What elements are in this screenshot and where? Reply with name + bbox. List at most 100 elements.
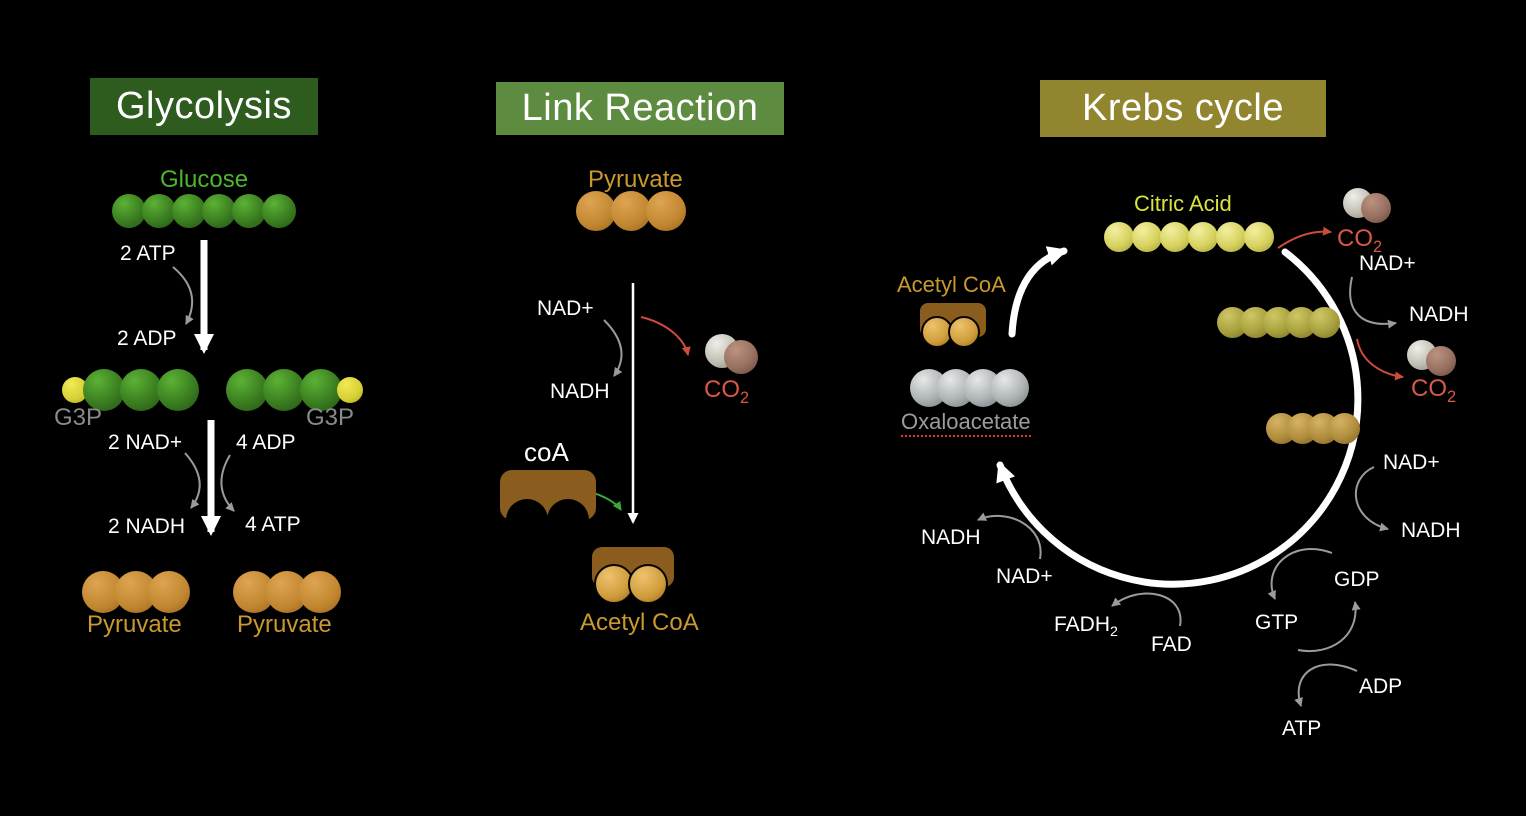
molecule-sphere bbox=[148, 571, 190, 613]
adp-to-atp-arrow-krebs bbox=[1294, 663, 1358, 707]
molecule-sphere bbox=[1160, 222, 1190, 252]
nad-krebs-right2-label: NAD+ bbox=[1383, 451, 1440, 474]
glycolysis-header: Glycolysis bbox=[90, 78, 318, 135]
fad-to-fadh2-arrow bbox=[1111, 592, 1182, 627]
adp-in-label: 4 ADP bbox=[236, 431, 296, 454]
fadh-subscript: 2 bbox=[1110, 624, 1118, 641]
oxaloacetate-to-citric-arrow bbox=[1008, 246, 1068, 338]
g3p-right-chain bbox=[226, 369, 363, 411]
gdp-label: GDP bbox=[1334, 568, 1380, 591]
pyruvate-left-label: Pyruvate bbox=[87, 611, 182, 638]
acetyl-coa-shape-krebs bbox=[920, 303, 986, 348]
nad-to-nadh-arrow-link bbox=[603, 319, 623, 377]
gdp-to-gtp-arrow bbox=[1267, 548, 1333, 600]
nad-to-nadh-arrow-krebs-right1 bbox=[1349, 276, 1397, 329]
nadh-krebs-right1-label: NADH bbox=[1409, 303, 1469, 326]
fadh2-label: FADH2 bbox=[1054, 613, 1118, 641]
molecule-sphere bbox=[1309, 307, 1340, 338]
molecule-sphere bbox=[1216, 222, 1246, 252]
glucose-label: Glucose bbox=[160, 166, 249, 193]
atp-in-label: 2 ATP bbox=[120, 242, 176, 265]
krebs-cycle-title: Krebs cycle bbox=[1082, 87, 1284, 129]
nad-krebs-right1-label: NAD+ bbox=[1359, 252, 1416, 275]
oxaloacetate-chain bbox=[910, 369, 1029, 407]
nad-link-label: NAD+ bbox=[537, 297, 594, 320]
co2-krebs-top-label: CO2 bbox=[1337, 225, 1382, 257]
molecule-sphere bbox=[120, 369, 162, 411]
molecule-sphere bbox=[646, 191, 686, 231]
pyruvate-right-label: Pyruvate bbox=[237, 611, 332, 638]
nadh-krebs-right2-label: NADH bbox=[1401, 519, 1461, 542]
g3p-left-label: G3P bbox=[54, 404, 103, 431]
co2-subscript: 2 bbox=[1447, 387, 1457, 406]
molecule-sphere bbox=[1329, 413, 1360, 444]
molecule-sphere bbox=[263, 369, 305, 411]
molecule-sphere bbox=[112, 194, 146, 228]
molecule-sphere bbox=[1188, 222, 1218, 252]
acetyl-carbon-sphere bbox=[948, 316, 980, 348]
g3p-right-label: G3P bbox=[306, 404, 355, 431]
coa-notch bbox=[506, 499, 548, 541]
coa-shape bbox=[500, 470, 596, 541]
adp-label: ADP bbox=[1359, 675, 1403, 698]
g3p-left-chain bbox=[62, 369, 199, 411]
gtp-label: GTP bbox=[1255, 611, 1299, 634]
molecule-sphere bbox=[1244, 222, 1274, 252]
molecule-sphere bbox=[262, 194, 296, 228]
molecule-sphere bbox=[226, 369, 268, 411]
molecule-sphere bbox=[1132, 222, 1162, 252]
link-reaction-title: Link Reaction bbox=[521, 87, 759, 129]
five-carbon-chain bbox=[1217, 307, 1340, 338]
acetyl-carbon-sphere bbox=[628, 564, 668, 604]
acetyl-coa-shape-link bbox=[592, 547, 674, 604]
molecule-sphere bbox=[1104, 222, 1134, 252]
citric-acid-label: Citric Acid bbox=[1134, 191, 1232, 216]
adp-out-label: 2 ADP bbox=[117, 327, 177, 350]
co2-text: CO bbox=[704, 376, 740, 403]
atom-sphere-brown bbox=[1426, 346, 1456, 376]
nad-to-nadh-arrow-krebs-right2 bbox=[1354, 466, 1389, 532]
nadh-out-label: 2 NADH bbox=[108, 515, 186, 538]
atom-sphere-brown bbox=[1361, 193, 1391, 223]
molecule-sphere bbox=[142, 194, 176, 228]
glycolysis-title: Glycolysis bbox=[115, 85, 293, 127]
pyruvate-left-chain bbox=[82, 571, 190, 613]
co2-text: CO bbox=[1411, 375, 1447, 402]
molecule-sphere bbox=[232, 194, 266, 228]
coa-label: coA bbox=[524, 437, 569, 467]
molecule-sphere bbox=[299, 571, 341, 613]
oxaloacetate-text: Oxaloacetate bbox=[901, 409, 1031, 437]
co2-release-arrow-krebs-top bbox=[1277, 226, 1332, 249]
atp-to-adp-arrow bbox=[172, 266, 194, 325]
molecule-sphere bbox=[337, 377, 363, 403]
citric-acid-chain bbox=[1104, 222, 1274, 252]
link-reaction-header: Link Reaction bbox=[496, 82, 784, 135]
molecule-sphere bbox=[202, 194, 236, 228]
molecule-sphere bbox=[172, 194, 206, 228]
co2-krebs-mid-label: CO2 bbox=[1411, 375, 1456, 407]
pyruvate-link-chain bbox=[576, 191, 686, 231]
co2-release-arrow-krebs-mid bbox=[1356, 338, 1404, 381]
nadh-krebs-bottom-label: NADH bbox=[921, 526, 981, 549]
nad-krebs-bottom-label: NAD+ bbox=[996, 565, 1053, 588]
pyruvate-right-chain bbox=[233, 571, 341, 613]
krebs-cycle-arc-arrow bbox=[996, 248, 1362, 588]
molecule-sphere bbox=[157, 369, 199, 411]
co2-link-label: CO2 bbox=[704, 376, 749, 408]
co2-release-arrow-link bbox=[640, 316, 691, 356]
nadh-link-label: NADH bbox=[550, 380, 610, 403]
acetyl-coa-krebs-label: Acetyl CoA bbox=[897, 272, 1006, 297]
glucose-chain bbox=[112, 194, 296, 228]
molecule-sphere bbox=[611, 191, 651, 231]
molecule-sphere bbox=[576, 191, 616, 231]
gtp-to-gdp-arrow bbox=[1297, 601, 1361, 653]
nad-to-nadh-arrow-glycolysis bbox=[184, 452, 201, 509]
atp-label: ATP bbox=[1282, 717, 1322, 740]
four-carbon-chain bbox=[1266, 413, 1360, 444]
atom-sphere-brown bbox=[724, 340, 758, 374]
atp-out-label: 4 ATP bbox=[245, 513, 301, 536]
fad-label: FAD bbox=[1151, 633, 1192, 656]
acetyl-coa-link-label: Acetyl CoA bbox=[580, 609, 699, 636]
